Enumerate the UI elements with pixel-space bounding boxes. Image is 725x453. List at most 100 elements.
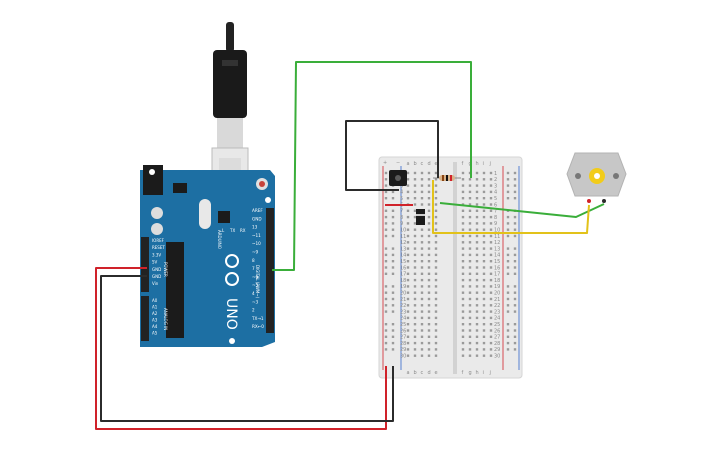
breadboard-hole[interactable] — [468, 285, 472, 288]
breadboard-hole[interactable] — [413, 291, 417, 294]
rail-hole[interactable] — [391, 234, 395, 238]
rail-hole[interactable] — [384, 266, 388, 269]
breadboard-hole[interactable] — [413, 253, 417, 257]
breadboard-hole[interactable] — [427, 272, 431, 275]
rail-hole[interactable] — [384, 209, 388, 212]
breadboard-hole[interactable] — [468, 297, 472, 301]
rail-hole[interactable] — [384, 260, 388, 263]
breadboard-hole[interactable] — [413, 197, 417, 200]
rail-hole[interactable] — [384, 348, 388, 351]
breadboard-hole[interactable] — [406, 329, 410, 332]
breadboard-hole[interactable] — [475, 285, 479, 288]
breadboard-hole[interactable] — [406, 285, 410, 288]
breadboard-hole[interactable] — [475, 209, 479, 212]
breadboard-hole[interactable] — [475, 335, 479, 338]
breadboard-hole[interactable] — [461, 272, 465, 275]
breadboard-hole[interactable] — [420, 278, 424, 282]
digital-header[interactable] — [266, 208, 274, 333]
breadboard-hole[interactable] — [475, 241, 479, 244]
breadboard-hole[interactable] — [468, 241, 472, 244]
breadboard-hole[interactable] — [489, 178, 493, 181]
breadboard-hole[interactable] — [427, 234, 431, 238]
diode[interactable] — [416, 209, 425, 225]
breadboard-hole[interactable] — [482, 260, 486, 263]
rail-hole[interactable] — [513, 266, 517, 269]
breadboard-hole[interactable] — [468, 354, 472, 357]
breadboard-hole[interactable] — [427, 285, 431, 288]
rail-hole[interactable] — [384, 234, 388, 238]
breadboard-hole[interactable] — [406, 241, 410, 244]
breadboard-hole[interactable] — [468, 184, 472, 187]
breadboard-hole[interactable] — [489, 341, 493, 345]
breadboard-hole[interactable] — [420, 190, 424, 194]
breadboard-hole[interactable] — [489, 260, 493, 263]
rail-hole[interactable] — [391, 253, 395, 257]
breadboard-hole[interactable] — [420, 285, 424, 288]
breadboard-hole[interactable] — [427, 253, 431, 257]
breadboard-hole[interactable] — [482, 253, 486, 257]
breadboard-hole[interactable] — [482, 335, 486, 338]
breadboard-hole[interactable] — [434, 260, 438, 263]
breadboard-hole[interactable] — [406, 247, 410, 250]
rail-hole[interactable] — [506, 304, 510, 307]
breadboard-hole[interactable] — [489, 266, 493, 269]
wire-yellow-motor[interactable] — [432, 180, 590, 234]
breadboard-hole[interactable] — [413, 171, 417, 175]
breadboard-hole[interactable] — [406, 291, 410, 294]
breadboard-hole[interactable] — [468, 304, 472, 307]
breadboard-hole[interactable] — [475, 234, 479, 238]
rail-hole[interactable] — [513, 272, 517, 275]
breadboard-hole[interactable] — [434, 190, 438, 194]
breadboard-hole[interactable] — [420, 260, 424, 263]
rail-hole[interactable] — [513, 341, 517, 345]
breadboard-hole[interactable] — [475, 197, 479, 200]
breadboard-hole[interactable] — [461, 354, 465, 357]
breadboard-hole[interactable] — [461, 341, 465, 345]
breadboard-hole[interactable] — [482, 285, 486, 288]
breadboard-hole[interactable] — [406, 354, 410, 357]
rail-hole[interactable] — [384, 228, 388, 231]
breadboard-hole[interactable] — [461, 215, 465, 219]
breadboard-hole[interactable] — [420, 335, 424, 338]
breadboard-hole[interactable] — [468, 260, 472, 263]
rail-hole[interactable] — [513, 234, 517, 238]
breadboard-hole[interactable] — [475, 297, 479, 301]
breadboard-hole[interactable] — [489, 323, 493, 326]
breadboard-hole[interactable] — [461, 278, 465, 282]
breadboard-hole[interactable] — [482, 310, 486, 313]
breadboard-hole[interactable] — [461, 329, 465, 332]
breadboard-hole[interactable] — [420, 272, 424, 275]
breadboard-hole[interactable] — [475, 178, 479, 181]
breadboard-hole[interactable] — [475, 329, 479, 332]
breadboard-hole[interactable] — [427, 335, 431, 338]
breadboard-hole[interactable] — [413, 285, 417, 288]
breadboard-hole[interactable] — [406, 190, 410, 194]
breadboard-hole[interactable] — [468, 197, 472, 200]
rail-hole[interactable] — [506, 266, 510, 269]
breadboard-hole[interactable] — [468, 266, 472, 269]
breadboard-hole[interactable] — [482, 341, 486, 345]
breadboard-hole[interactable] — [489, 228, 493, 231]
breadboard-hole[interactable] — [475, 253, 479, 257]
breadboard-hole[interactable] — [489, 291, 493, 294]
breadboard-hole[interactable] — [413, 184, 417, 187]
breadboard-hole[interactable] — [413, 228, 417, 231]
breadboard-hole[interactable] — [489, 253, 493, 257]
breadboard-hole[interactable] — [489, 215, 493, 219]
breadboard-hole[interactable] — [434, 184, 438, 187]
rail-hole[interactable] — [391, 304, 395, 307]
rail-hole[interactable] — [384, 341, 388, 345]
rail-hole[interactable] — [506, 272, 510, 275]
breadboard-hole[interactable] — [475, 266, 479, 269]
rail-hole[interactable] — [384, 329, 388, 332]
rail-hole[interactable] — [384, 304, 388, 307]
rail-hole[interactable] — [384, 247, 388, 250]
breadboard-hole[interactable] — [489, 272, 493, 275]
breadboard-hole[interactable] — [427, 297, 431, 301]
breadboard-hole[interactable] — [420, 184, 424, 187]
breadboard-hole[interactable] — [427, 316, 431, 320]
breadboard-hole[interactable] — [461, 260, 465, 263]
rail-hole[interactable] — [391, 335, 395, 338]
breadboard-hole[interactable] — [420, 323, 424, 326]
rail-hole[interactable] — [384, 310, 388, 313]
